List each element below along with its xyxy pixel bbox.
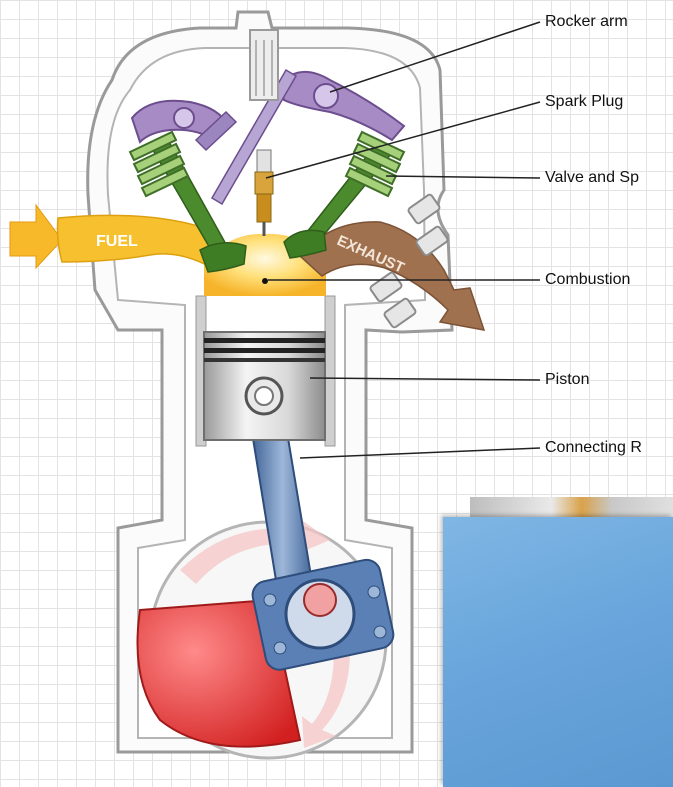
- piston: [204, 332, 325, 440]
- label-combustion: Combustion: [545, 270, 673, 290]
- overlapping-blue-photo: [443, 517, 673, 787]
- label-valve-and-spring: Valve and Sp: [545, 168, 673, 188]
- cylinder-right-wall: [325, 296, 335, 446]
- fuel-label: FUEL: [96, 233, 138, 250]
- label-connecting-rod: Connecting R: [545, 438, 673, 458]
- label-piston: Piston: [545, 370, 673, 390]
- label-rocker-arm: Rocker arm: [545, 12, 673, 32]
- overlapping-photo-top-strip: [470, 497, 673, 517]
- fuel-arrow: [10, 205, 62, 268]
- label-spark-plug: Spark Plug: [545, 92, 673, 112]
- combustion-dot: [262, 278, 268, 284]
